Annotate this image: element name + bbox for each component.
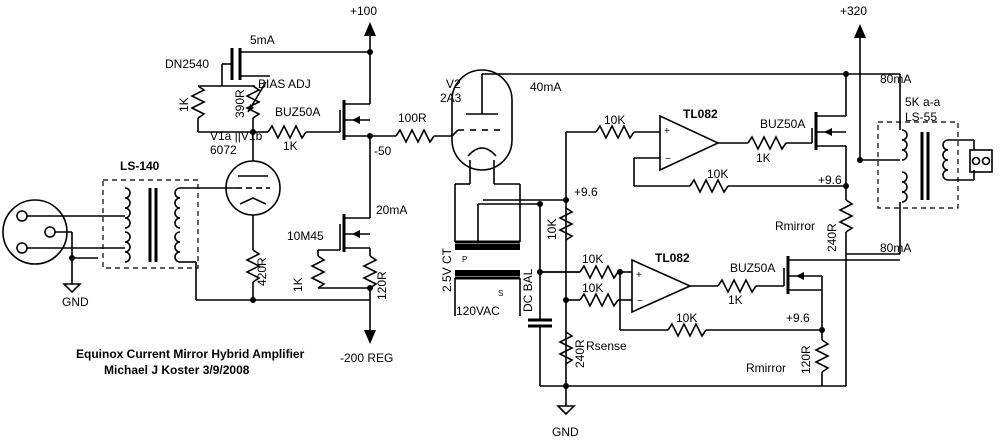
buz50a-left-mosfet bbox=[339, 52, 371, 200]
buz50a-top-label: BUZ50A bbox=[760, 117, 805, 131]
m10m45-ccs bbox=[339, 200, 371, 256]
resistor-1k-ccs bbox=[310, 255, 326, 289]
resistor-10k-fb-bottom bbox=[667, 322, 707, 338]
current-80ma-top-label: 80mA bbox=[880, 72, 911, 86]
gnd-left-label: GND bbox=[62, 295, 89, 309]
rail-arrow-plus100 bbox=[364, 22, 376, 36]
buz50a-bottom-label: BUZ50A bbox=[730, 261, 775, 275]
gnd-bottom-label: GND bbox=[552, 425, 579, 439]
speaker-terminal bbox=[969, 149, 993, 173]
r-1k-gate-label: 1K bbox=[283, 139, 298, 153]
resistor-420r bbox=[245, 249, 261, 283]
resistor-240r-mirror bbox=[838, 199, 854, 233]
v2-triode-2a3 bbox=[451, 69, 513, 184]
title-line2: Michael J Koster 3/9/2008 bbox=[104, 363, 250, 377]
svg-text:+: + bbox=[636, 270, 642, 281]
v1-type-label: 6072 bbox=[210, 143, 237, 157]
r-1k-ccs-label: 1K bbox=[291, 277, 305, 292]
heater-120vac-label: 120VAC bbox=[456, 304, 500, 318]
v-plus9-6-top-label: +9.6 bbox=[818, 173, 842, 187]
opamp-tl082-top bbox=[659, 114, 720, 172]
r-10k-in-top-label: 10K bbox=[604, 113, 625, 127]
m10m45-label: 10M45 bbox=[287, 229, 324, 243]
r-1k-bottom-label: 1K bbox=[728, 293, 743, 307]
heater-transformer bbox=[454, 183, 540, 316]
r-1k-left-label: 1K bbox=[177, 97, 191, 112]
r-10k-in-b2-label: 10K bbox=[582, 281, 603, 295]
ls140-input-transformer bbox=[98, 179, 210, 300]
v1-triode bbox=[210, 132, 281, 245]
v-plus9-6-bottom-label: +9.6 bbox=[786, 311, 810, 325]
buz50a-bottom-mosfet bbox=[783, 256, 900, 294]
resistor-1k-gate bbox=[267, 124, 307, 140]
resistor-10k-in-b1 bbox=[579, 264, 619, 280]
svg-text:−: − bbox=[637, 296, 643, 307]
rail-plus100-label: +100 bbox=[350, 4, 377, 18]
pin-p-label: P bbox=[462, 255, 467, 264]
svg-text:−: − bbox=[665, 154, 671, 165]
rail-arrow-plus320 bbox=[854, 24, 866, 38]
rail-arrow-minus200 bbox=[364, 330, 376, 344]
r-10k-fb-top-label: 10K bbox=[707, 167, 728, 181]
r-240r-sense-label: 240R bbox=[573, 339, 587, 368]
r-10k-in-b1-label: 10K bbox=[582, 252, 603, 266]
r-100r-label: 100R bbox=[398, 111, 427, 125]
r-240r-mirror-label: 240R bbox=[825, 223, 839, 252]
r-10k-vert-label: 10K bbox=[545, 219, 559, 240]
title-line1: Equinox Current Mirror Hybrid Amplifier bbox=[76, 347, 305, 361]
v2-name-label: V2 bbox=[446, 77, 461, 91]
ground-symbol-left bbox=[62, 283, 82, 294]
ls55-imp-label: 5K a-a bbox=[905, 95, 941, 109]
rsense-label: Rsense bbox=[586, 339, 627, 353]
buz50a-left-label: BUZ50A bbox=[275, 105, 320, 119]
resistor-1k-top bbox=[747, 135, 787, 151]
heater-25vct-label: 2.5V CT bbox=[440, 247, 454, 292]
dn2540-ccs bbox=[221, 48, 370, 86]
resistor-100r bbox=[395, 128, 435, 144]
xlr-input-connector bbox=[2, 199, 98, 294]
rmirror-bottom-label: Rmirror bbox=[746, 361, 786, 375]
ls140-label: LS-140 bbox=[120, 159, 160, 173]
r-120r-ccs-label: 120R bbox=[375, 271, 389, 300]
v-plus9-6-center-label: +9.6 bbox=[574, 185, 598, 199]
r-120r-bottom-label: 120R bbox=[799, 345, 813, 374]
r-1k-top-label: 1K bbox=[756, 151, 771, 165]
current-80ma-bottom-label: 80mA bbox=[880, 241, 911, 255]
resistor-10k-fb-top bbox=[689, 178, 729, 194]
tl082-bottom-label: TL082 bbox=[655, 251, 690, 265]
svg-text:+: + bbox=[664, 126, 670, 137]
resistor-120r-ccs bbox=[362, 255, 378, 289]
resistor-390r bbox=[245, 85, 261, 119]
rmirror-top-label: Rmirror bbox=[775, 219, 815, 233]
buz50a-top-mosfet bbox=[811, 112, 846, 150]
r-10k-fb-bottom-label: 10K bbox=[676, 311, 697, 325]
resistor-10k-in-b2 bbox=[579, 292, 619, 308]
v2-type-label: 2A3 bbox=[440, 91, 462, 105]
v-minus50-label: -50 bbox=[374, 144, 392, 158]
rail-minus200-label: -200 REG bbox=[340, 351, 393, 365]
ls55-output-transformer bbox=[877, 121, 975, 254]
rail-plus320-label: +320 bbox=[840, 4, 867, 18]
current-5ma-label: 5mA bbox=[250, 33, 275, 47]
resistor-10k-vert bbox=[558, 207, 574, 241]
resistor-1k-left bbox=[190, 85, 206, 119]
current-20ma-label: 20mA bbox=[376, 203, 407, 217]
ls55-label: LS-55 bbox=[905, 110, 937, 124]
current-40ma-label: 40mA bbox=[530, 80, 561, 94]
r-420r-label: 420R bbox=[255, 257, 269, 286]
dc-bal-label: DC BAL bbox=[521, 268, 535, 312]
ground-symbol-bottom bbox=[556, 405, 576, 416]
resistor-120r-bottom bbox=[814, 339, 830, 373]
resistor-1k-bottom bbox=[717, 278, 757, 294]
pin-s-label: S bbox=[498, 289, 503, 298]
r-390r-label: 390R bbox=[233, 89, 247, 118]
tl082-top-label: TL082 bbox=[683, 107, 718, 121]
resistor-240r-sense bbox=[558, 331, 574, 365]
dn2540-label: DN2540 bbox=[165, 57, 209, 71]
bias-adj-label: BIAS ADJ bbox=[258, 77, 311, 91]
opamp-tl082-bottom bbox=[631, 258, 692, 314]
resistor-10k-in-top bbox=[595, 124, 635, 140]
